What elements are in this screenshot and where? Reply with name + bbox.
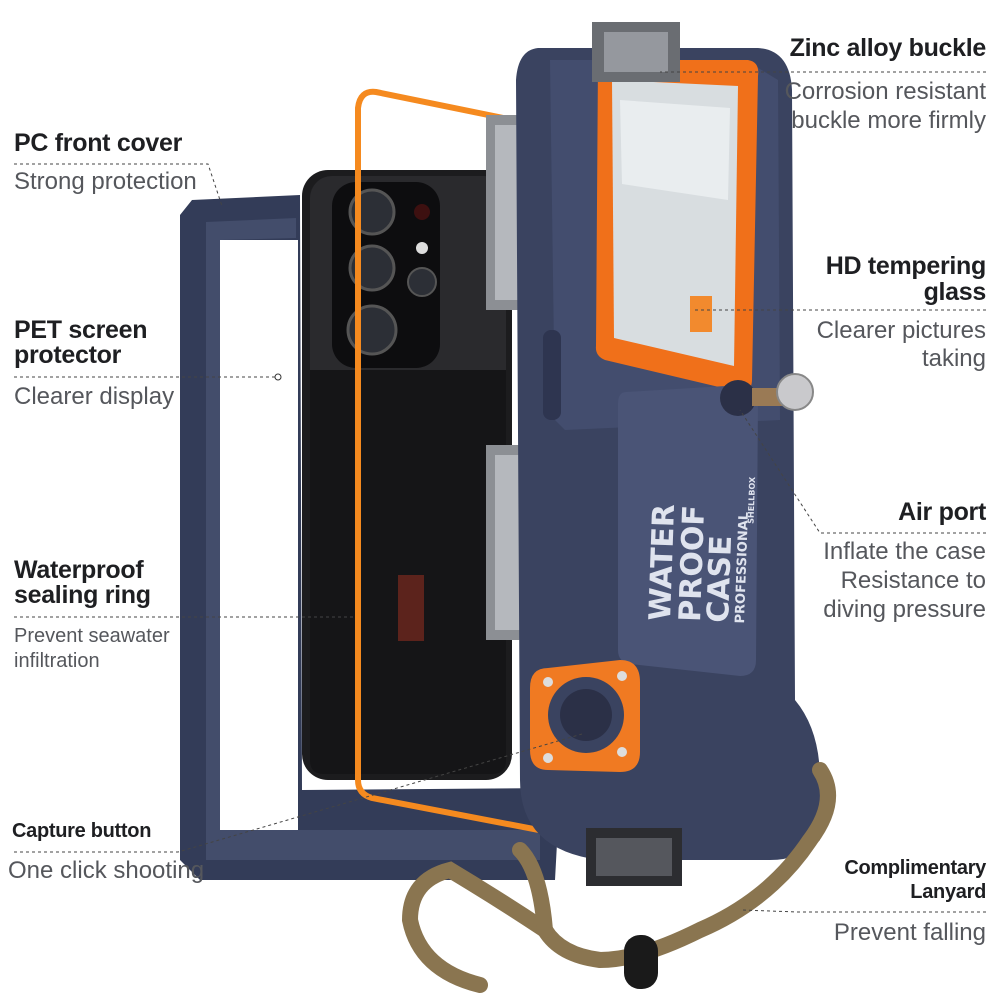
capture-button-graphic [530,660,640,772]
zinc-subtitle-line2: buckle more firmly [791,107,986,134]
lanyard-stopper [624,935,658,989]
hd-title-line1: HD tempering [825,252,987,280]
pc-cover-subtitle: Strong protection [14,168,197,195]
lanyard-subtitle: Prevent falling [833,919,986,946]
svg-text:PROFESSIONAL: PROFESSIONAL [733,512,752,624]
air-subtitle-line3: diving pressure [823,596,986,623]
leader-lines [14,71,986,913]
air-port-knob [720,373,814,416]
bottom-clip [586,828,682,886]
case-body [516,22,820,860]
hd-title-line2: glass [923,278,987,306]
lanyard-title-line1: Complimentary [844,857,986,879]
case-label: WATER PROOF CASE PROFESSIONAL SHELLBOX [643,476,757,624]
zinc-subtitle-line1: Corrosion resistant [784,78,986,105]
lanyard [401,762,836,993]
air-subtitle-line2: Resistance to [840,567,986,594]
svg-text:SHELLBOX: SHELLBOX [746,476,757,524]
pet-title-line2: protector [14,341,122,369]
seal-title-line2: sealing ring [14,581,151,609]
seal-subtitle-line1: Prevent seawater [14,625,170,647]
seal-subtitle-line2: infiltration [14,650,100,672]
capture-title: Capture button [12,820,152,842]
hd-subtitle-line2: taking [921,345,986,372]
seal-title-line1: Waterproof [14,556,144,584]
air-subtitle-line1: Inflate the case [823,538,986,565]
svg-text:PROOF: PROOF [673,505,712,623]
pet-subtitle: Clearer display [14,383,175,410]
back-frame [180,195,560,880]
hd-subtitle-line1: Clearer pictures [816,317,986,344]
pet-title-line1: PET screen [14,316,148,344]
air-title: Air port [898,498,986,526]
phone [302,170,512,780]
capture-subtitle: One click shooting [8,857,205,884]
zinc-title: Zinc alloy buckle [789,34,987,62]
svg-text:CASE: CASE [701,535,739,624]
pc-cover-title: PC front cover [14,129,183,157]
svg-text:WATER: WATER [643,503,682,621]
lanyard-title-line2: Lanyard [910,881,986,903]
